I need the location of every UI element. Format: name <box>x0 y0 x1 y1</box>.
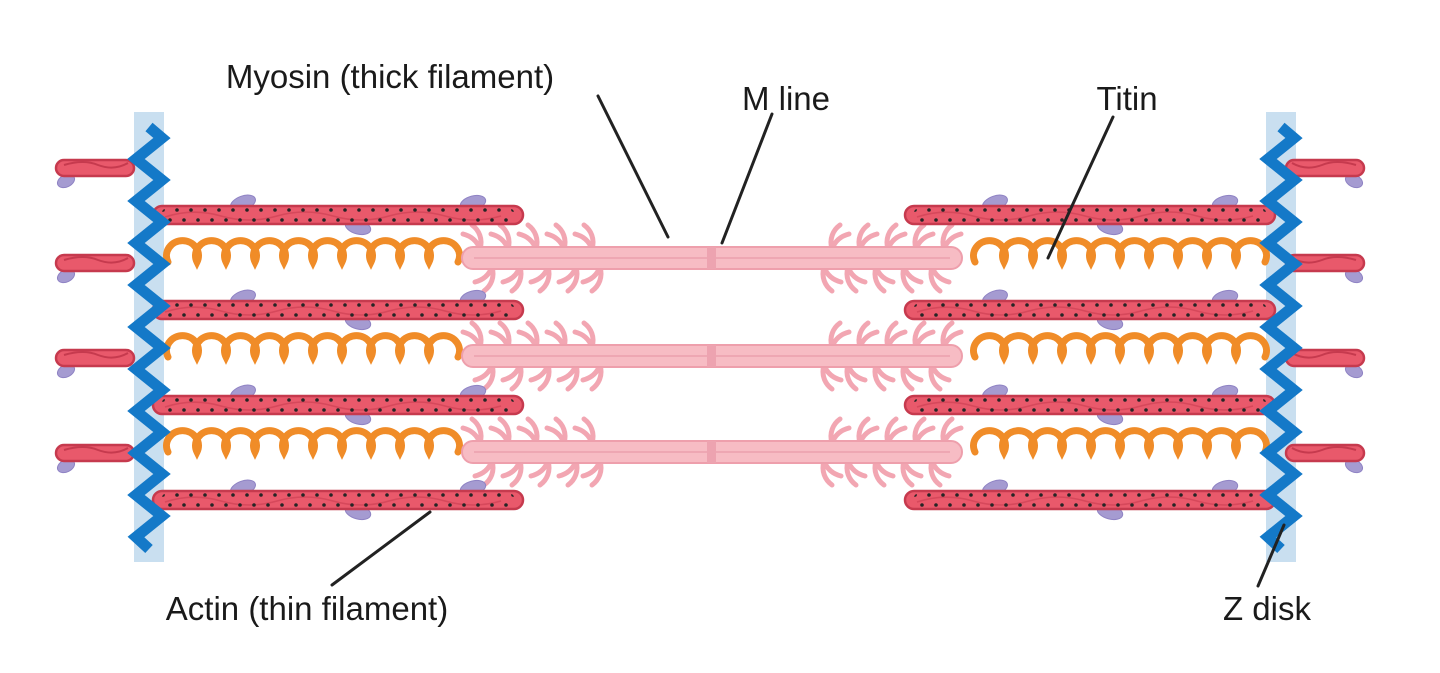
actin-label: Actin (thin filament) <box>166 590 448 627</box>
myosin-leader-line <box>596 94 670 239</box>
z-disk-leader-line <box>1256 523 1286 588</box>
actin-leader-line <box>330 510 432 587</box>
titin-leader-line <box>1046 115 1115 260</box>
m-line-label: M line <box>742 80 830 117</box>
m-line-leader-line <box>720 112 774 245</box>
z-disk-label: Z disk <box>1223 590 1312 627</box>
myosin-label: Myosin (thick filament) <box>226 58 554 95</box>
titin-springs-left <box>167 241 460 452</box>
actin-stubs-left <box>54 158 136 477</box>
actin-stubs-right <box>1284 158 1366 477</box>
titin-label: Titin <box>1096 80 1157 117</box>
myosin-thick-filaments <box>462 225 962 485</box>
